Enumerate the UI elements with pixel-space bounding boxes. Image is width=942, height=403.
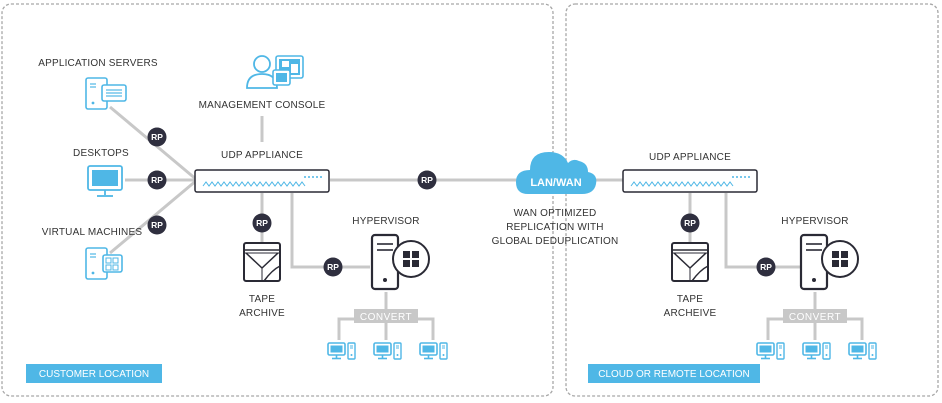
rp-marker: RP: [680, 213, 700, 233]
svg-text:RP: RP: [151, 175, 163, 185]
link-hypervisor-left: [290, 193, 370, 269]
vm-icon: [85, 247, 123, 280]
udp-appliance-left-label: UDP APPLIANCE: [221, 150, 303, 161]
hypervisor-icon: [370, 233, 430, 291]
cloud-location-frame: [565, 3, 939, 397]
vm-label: VIRTUAL MACHINES: [42, 227, 143, 238]
computer-icon: [848, 342, 877, 360]
convert-right-label: CONVERT: [789, 312, 841, 323]
appliance-icon: [622, 169, 758, 193]
tape-icon: [671, 242, 709, 282]
wan-label-2: REPLICATION WITH: [506, 222, 603, 233]
convert-left-label: CONVERT: [360, 312, 412, 323]
customer-location-label: CUSTOMER LOCATION: [39, 369, 149, 380]
convert-badge-left: [354, 309, 418, 323]
svg-text:RP: RP: [760, 262, 772, 272]
tape-right-label-1: TAPE: [677, 294, 703, 305]
cloud-icon: [516, 152, 597, 194]
appliance-icon: [194, 169, 330, 193]
computer-icon: [756, 342, 785, 360]
link-hypervisor-right: [724, 193, 803, 269]
rp-marker: RP: [323, 257, 343, 277]
rp-marker: RP: [147, 127, 167, 147]
svg-text:RP: RP: [327, 262, 339, 272]
tape-left-label-1: TAPE: [249, 294, 275, 305]
svg-text:RP: RP: [151, 132, 163, 142]
app-servers-label: APPLICATION SERVERS: [38, 58, 158, 69]
console-label: MANAGEMENT CONSOLE: [199, 100, 326, 111]
svg-text:RP: RP: [421, 175, 433, 185]
wan-label-1: WAN OPTIMIZED: [514, 208, 597, 219]
customer-location-frame: [1, 3, 554, 397]
hypervisor-left-label: HYPERVISOR: [352, 216, 419, 227]
hypervisor-right-label: HYPERVISOR: [781, 216, 848, 227]
rp-marker: RP: [756, 257, 776, 277]
cloud-location-label: CLOUD OR REMOTE LOCATION: [598, 369, 750, 380]
cloud-location-tag: [588, 364, 760, 383]
rp-marker: RP: [147, 170, 167, 190]
tape-right-label-2: ARCHEIVE: [664, 308, 717, 319]
computer-icon: [802, 342, 831, 360]
computer-icon: [327, 342, 356, 360]
rp-marker: RP: [147, 215, 167, 235]
tape-left-label-2: ARCHIVE: [239, 308, 285, 319]
rp-marker: RP: [417, 170, 437, 190]
hypervisor-icon: [799, 233, 859, 291]
computer-icon: [419, 342, 448, 360]
cloud-label: LAN/WAN: [530, 177, 581, 189]
customer-location-tag: [26, 364, 162, 383]
svg-text:RP: RP: [256, 218, 268, 228]
desktop-icon: [87, 165, 123, 197]
convert-badge-right: [783, 309, 847, 323]
computer-icon: [373, 342, 402, 360]
svg-text:RP: RP: [151, 220, 163, 230]
desktops-label: DESKTOPS: [73, 148, 129, 159]
rp-marker: RP: [252, 213, 272, 233]
udp-appliance-right-label: UDP APPLIANCE: [649, 152, 731, 163]
svg-text:RP: RP: [684, 218, 696, 228]
user-console-icon: [246, 55, 304, 89]
wan-label-3: GLOBAL DEDUPLICATION: [492, 236, 619, 247]
tape-icon: [243, 242, 281, 282]
server-icon: [85, 77, 127, 110]
